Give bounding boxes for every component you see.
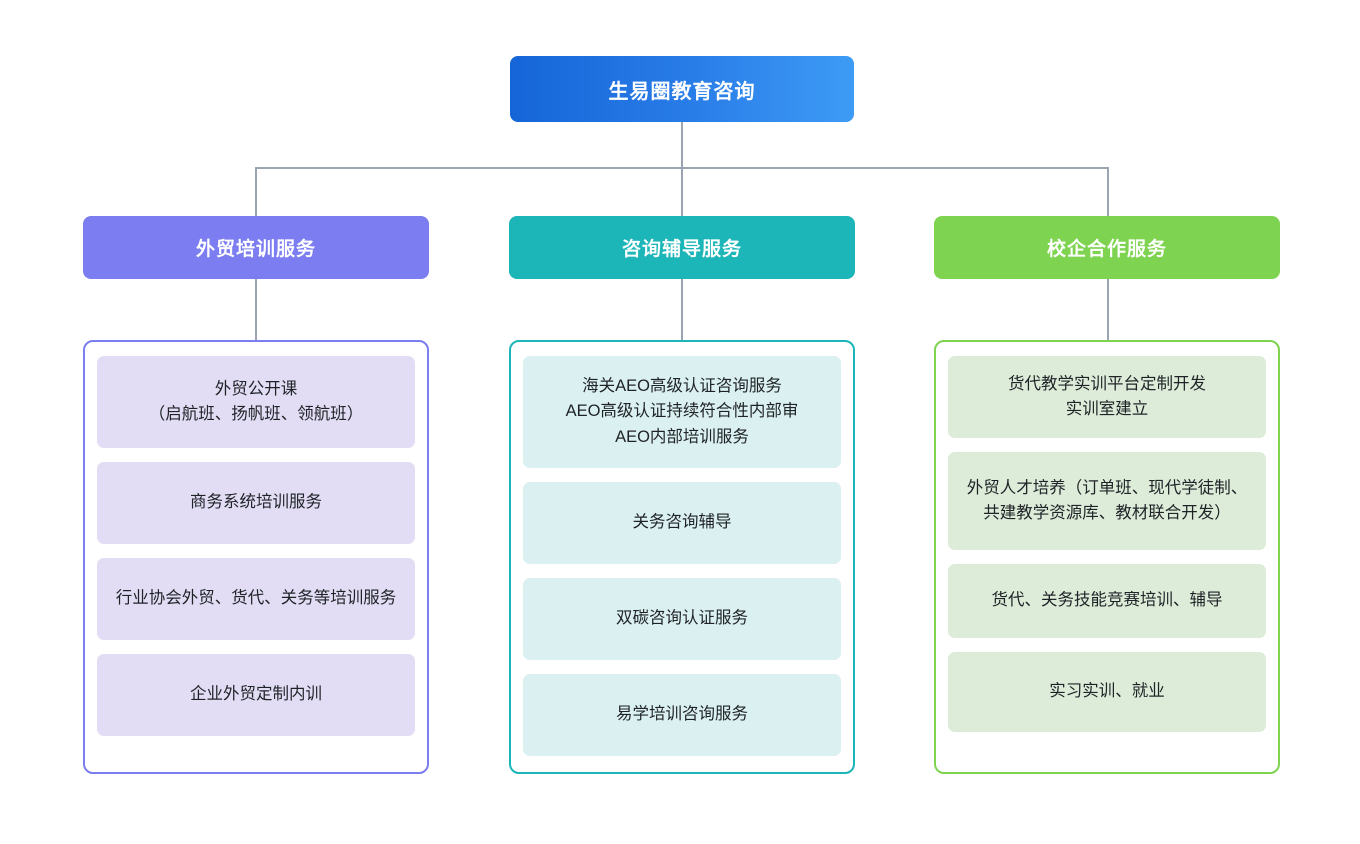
connector-drop-column-3 [1107,167,1109,216]
service-card[interactable]: 外贸公开课 （启航班、扬帆班、领航班） [97,356,415,448]
service-card[interactable]: 易学培训咨询服务 [523,674,841,756]
connector-header-to-items-3 [1107,279,1109,340]
service-card[interactable]: 实习实训、就业 [948,652,1266,732]
category-header-3[interactable]: 校企合作服务 [934,216,1280,279]
category-header-1[interactable]: 外贸培训服务 [83,216,429,279]
connector-header-to-items-2 [681,279,683,340]
service-card[interactable]: 行业协会外贸、货代、关务等培训服务 [97,558,415,640]
connector-drop-column-1 [255,167,257,216]
connector-drop-column-2 [681,167,683,216]
item-container-2: 海关AEO高级认证咨询服务 AEO高级认证持续符合性内部审 AEO内部培训服务 … [509,340,855,774]
service-card[interactable]: 外贸人才培养（订单班、现代学徒制、共建教学资源库、教材联合开发） [948,452,1266,550]
service-card[interactable]: 双碳咨询认证服务 [523,578,841,660]
connector-root-stem [681,122,683,168]
service-card[interactable]: 货代、关务技能竞赛培训、辅导 [948,564,1266,638]
item-container-1: 外贸公开课 （启航班、扬帆班、领航班） 商务系统培训服务 行业协会外贸、货代、关… [83,340,429,774]
service-card[interactable]: 货代教学实训平台定制开发 实训室建立 [948,356,1266,438]
root-node: 生易圈教育咨询 [510,56,854,122]
service-card[interactable]: 海关AEO高级认证咨询服务 AEO高级认证持续符合性内部审 AEO内部培训服务 [523,356,841,468]
service-card[interactable]: 企业外贸定制内训 [97,654,415,736]
service-card[interactable]: 关务咨询辅导 [523,482,841,564]
category-header-2[interactable]: 咨询辅导服务 [509,216,855,279]
service-card[interactable]: 商务系统培训服务 [97,462,415,544]
item-container-3: 货代教学实训平台定制开发 实训室建立 外贸人才培养（订单班、现代学徒制、共建教学… [934,340,1280,774]
connector-header-to-items-1 [255,279,257,340]
